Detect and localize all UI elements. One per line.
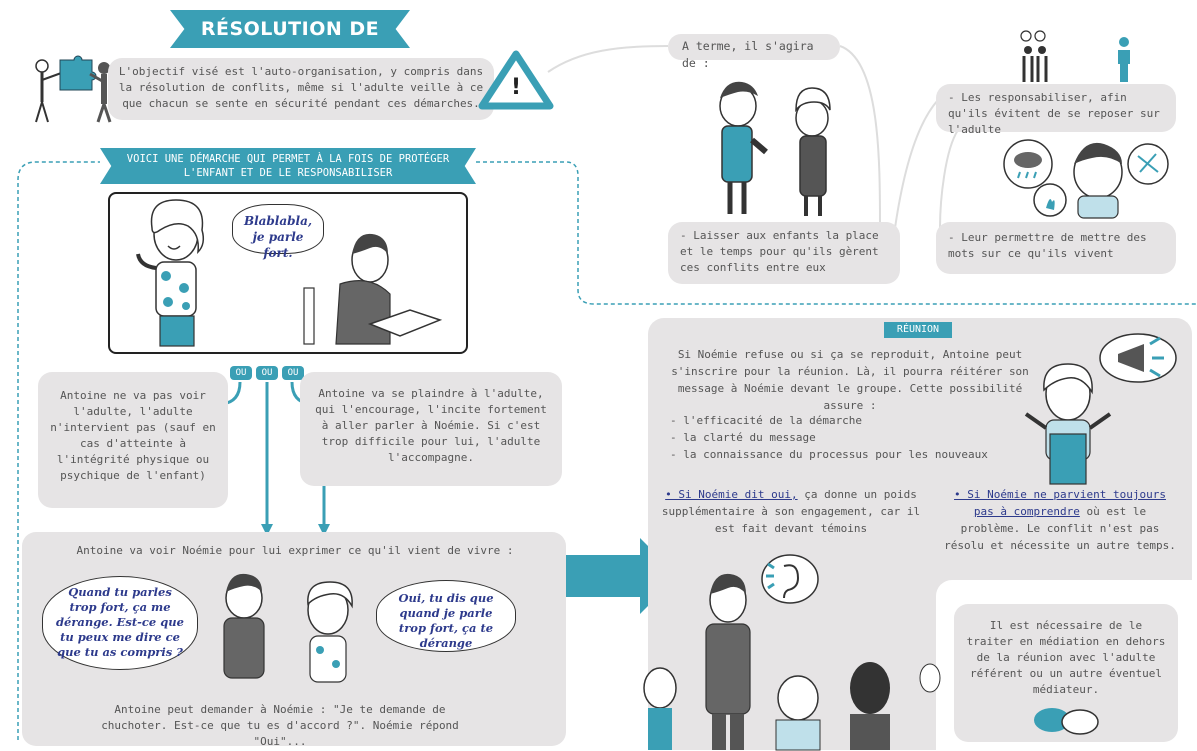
terme-heading-box: A terme, il s'agira de :: [668, 34, 840, 70]
dialogue-outro: Antoine peut demander à Noémie : "Je te …: [101, 703, 459, 748]
reunion-label: RÉUNION: [884, 322, 952, 338]
reunion-non-text: • Si Noémie ne parvient toujours pas à c…: [944, 486, 1176, 554]
reunion-text: Si Noémie refuse ou si ça se reproduit, …: [671, 348, 1029, 412]
terme-heading: A terme, il s'agira de :: [682, 39, 814, 70]
ou-badge-right: OU: [282, 366, 304, 380]
ou-badge-middle: OU: [256, 366, 278, 380]
antoine-illustration: [223, 573, 265, 679]
antoine-reading-illustration: [303, 233, 443, 345]
option-left-text: Antoine ne va pas voir l'adulte, l'adult…: [50, 389, 216, 482]
terme-item-3: - Leur permettre de mettre des mots sur …: [948, 231, 1147, 260]
reunion-oui-text: • Si Noémie dit oui, ça donne un poids s…: [660, 486, 922, 537]
speech-bubble-noemie: Oui, tu dis que quand je parle trop fort…: [376, 580, 516, 652]
reunion-non-underlined: • Si Noémie ne parvient toujours pas à c…: [954, 488, 1166, 518]
reunion-bullet-2: - la clarté du message: [670, 431, 816, 444]
option-right-text: Antoine va se plaindre à l'adulte, qui l…: [315, 387, 547, 464]
intro-text: L'objectif visé est l'auto-organisation,…: [118, 65, 484, 110]
demarche-banner-text: VOICI UNE DÉMARCHE QUI PERMET À LA FOIS …: [126, 153, 450, 179]
two-kids-illustration: [719, 81, 831, 216]
intro-box: L'objectif visé est l'auto-organisation,…: [108, 58, 494, 120]
terme-item-2: - Les responsabiliser, afin qu'ils évite…: [948, 91, 1160, 136]
feelings-illustration: [1003, 139, 1169, 219]
chat-bubbles-icon: [1034, 708, 1099, 735]
noemie-illustration: [307, 581, 353, 683]
people-talking-icon: [1020, 30, 1130, 82]
page-title: RÉSOLUTION DE CONFLITS: [200, 18, 380, 40]
reunion-bullets: - l'efficacité de la démarche - la clart…: [670, 412, 1010, 463]
big-arrow: [556, 538, 678, 614]
ou-badge-left: OU: [230, 366, 252, 380]
puzzle-people-icon: [35, 55, 112, 123]
speech-antoine: Quand tu parles trop fort, ça me dérange…: [56, 585, 184, 659]
terme-item-1: - Laisser aux enfants la place et le tem…: [680, 229, 879, 274]
megaphone-icon: [1099, 333, 1177, 383]
terme-item-1-box: - Laisser aux enfants la place et le tem…: [668, 222, 900, 284]
reunion-kids-illustration: [643, 573, 941, 751]
speech-bubble-antoine: Quand tu parles trop fort, ça me dérange…: [42, 576, 198, 670]
option-left-box: Antoine ne va pas voir l'adulte, l'adult…: [38, 372, 228, 508]
reunion-bullet-1: - l'efficacité de la démarche: [670, 414, 863, 427]
option-right-box: Antoine va se plaindre à l'adulte, qui l…: [300, 372, 562, 486]
ear-icon: [761, 554, 819, 604]
mediation-text: Il est nécessaire de le traiter en média…: [966, 619, 1166, 696]
title-banner: RÉSOLUTION DE CONFLITS: [170, 10, 410, 48]
reunion-oui-rest: ça donne un poids supplémentaire à son e…: [661, 488, 921, 535]
speech-bubble-blabla: Blablabla, je parle fort.: [232, 204, 324, 260]
reunion-bullet-3: - la connaissance du processus pour les …: [670, 448, 988, 461]
noemie-talking-illustration: [136, 199, 205, 347]
terme-item-3-box: - Leur permettre de mettre des mots sur …: [936, 222, 1176, 274]
speech-blabla: Blablabla, je parle fort.: [243, 214, 313, 260]
reunion-non-rest: où est le problème. Le conflit n'est pas…: [944, 505, 1176, 552]
noemie-reunion-illustration: [1024, 363, 1112, 485]
warning-icon: [478, 50, 554, 110]
terme-item-2-box: - Les responsabiliser, afin qu'ils évite…: [936, 84, 1176, 136]
demarche-banner: VOICI UNE DÉMARCHE QUI PERMET À LA FOIS …: [100, 148, 476, 184]
dialogue-intro: Antoine va voir Noémie pour lui exprimer…: [76, 544, 514, 557]
speech-noemie: Oui, tu dis que quand je parle trop fort…: [398, 591, 494, 650]
warning-mark: !: [510, 75, 522, 100]
reunion-oui-underlined: • Si Noémie dit oui,: [665, 488, 798, 501]
